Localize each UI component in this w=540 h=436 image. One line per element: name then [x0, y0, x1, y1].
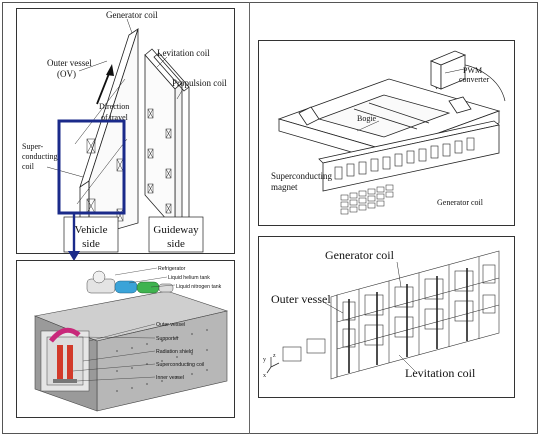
- axis-x: x: [263, 373, 266, 379]
- label-generator-coil: Generator coil: [325, 248, 395, 262]
- rivet-dots: [116, 329, 208, 392]
- center-divider: [249, 2, 250, 434]
- label-super: Super-: [22, 142, 44, 151]
- cutaway-leaders: [72, 267, 176, 382]
- label-conducting: conducting: [22, 152, 58, 161]
- label-superconducting-coil: Superconducting coil: [156, 362, 204, 368]
- label-outer-vessel: Outer vessel: [47, 58, 92, 68]
- label-guideway: Guideway: [153, 224, 199, 236]
- label-vehicle-side: side: [82, 238, 100, 250]
- magnet-cutaway-panel: Refrigerator Liquid helium tank Liquid n…: [16, 260, 235, 418]
- coil-arrangement-panel: Generator coil Levitation coil Outer ves…: [16, 8, 235, 254]
- leader-lines: [46, 18, 184, 178]
- guideway-coil-slab: [144, 48, 190, 231]
- vessel-coil-sketch: [74, 78, 128, 222]
- cutaway-interior: [40, 327, 90, 392]
- coil-structure: [282, 250, 500, 380]
- generator-coil-grid: [340, 184, 394, 215]
- label-refrigerator: Refrigerator: [158, 266, 186, 272]
- label-outer-vessel: Outer vessel: [271, 292, 331, 306]
- label-outer-vessel-abbr: (OV): [57, 69, 76, 79]
- label-guideway-side: side: [167, 238, 185, 250]
- label-levitation-coil: Levitation coil: [157, 48, 210, 58]
- axis-z: z: [273, 353, 276, 359]
- label-generator-coil: Generator coil: [106, 10, 158, 20]
- bogie-panel: PWM converter Bogie Superconducting magn…: [258, 40, 515, 226]
- label-liquid-nitrogen-tank: Liquid nitrogen tank: [176, 284, 222, 290]
- coil-thick-bars: [348, 268, 468, 373]
- pwm-converter-box: [429, 50, 467, 90]
- vehicle-coil-highlight: [57, 119, 126, 215]
- label-inner-vessel: Inner vessel: [156, 375, 184, 381]
- label-radiation-shield: Radiation shield: [156, 349, 193, 355]
- label-coil: coil: [22, 162, 35, 171]
- label-bogie: Bogie: [357, 114, 377, 123]
- label-pwm: PWM: [463, 66, 482, 75]
- label-vehicle: Vehicle: [75, 224, 108, 236]
- label-converter: converter: [459, 75, 490, 84]
- label-liquid-helium-tank: Liquid helium tank: [168, 275, 210, 281]
- bogie-leaders: [356, 68, 465, 132]
- label-direction: Direction: [99, 102, 129, 111]
- label-of-travel: of travel: [101, 113, 129, 122]
- guideway-coil-squares: [147, 108, 172, 214]
- label-superconducting: Superconducting: [271, 171, 332, 181]
- guideway-side-box: [148, 216, 204, 253]
- label-supporter: Supporter: [156, 336, 179, 342]
- magnet-cutaway-drawing: Refrigerator Liquid helium tank Liquid n…: [33, 266, 229, 412]
- axis-y: y: [263, 357, 266, 363]
- magnet-windows: [334, 137, 475, 180]
- label-generator-coil: Generator coil: [437, 198, 484, 207]
- axis-indicator: [266, 357, 280, 374]
- label-levitation-coil: Levitation coil: [405, 366, 476, 380]
- direction-arrow: [96, 64, 114, 105]
- generator-coil-drawing: y z x Generator coil Outer vessel Levita…: [263, 248, 500, 380]
- label-propulsion-coil: Propulsion coil: [172, 78, 227, 88]
- coil-arrangement-drawing: Generator coil Levitation coil Outer ves…: [22, 10, 227, 253]
- cryogenic-equipment: [86, 270, 174, 294]
- label-outer-vessel: Outer vessel: [156, 322, 185, 328]
- bogie-drawing: PWM converter Bogie Superconducting magn…: [271, 50, 506, 215]
- coil-leaders: [324, 261, 416, 372]
- generator-coil-panel: y z x Generator coil Outer vessel Levita…: [258, 236, 515, 398]
- label-magnet: magnet: [271, 182, 298, 192]
